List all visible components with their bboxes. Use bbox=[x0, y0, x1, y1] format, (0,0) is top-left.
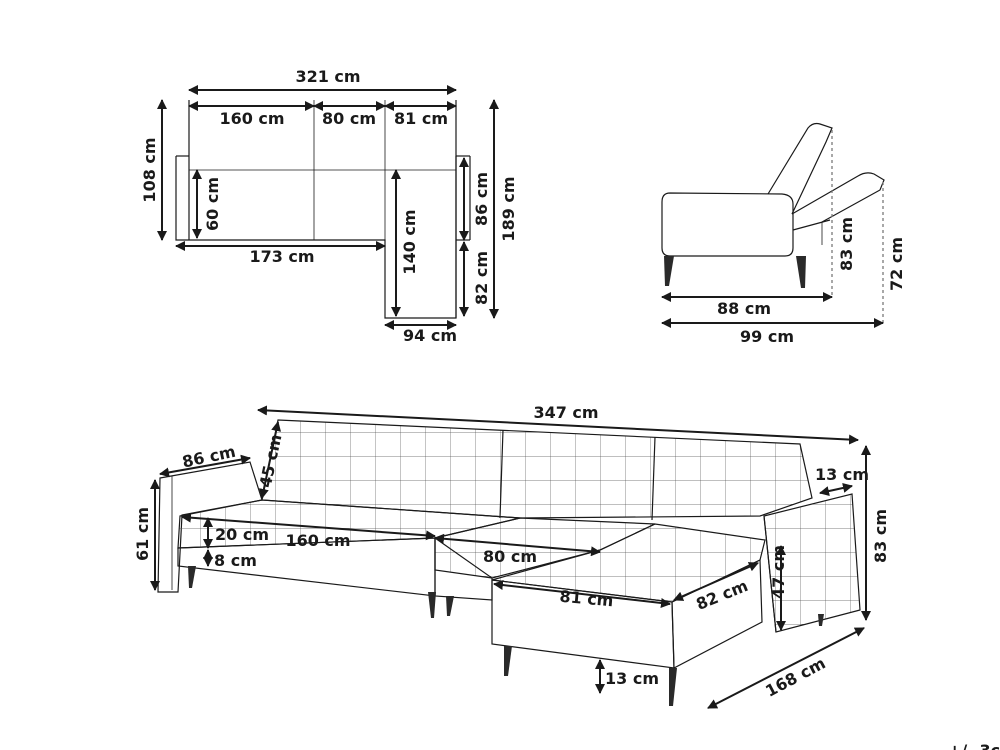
top-section-mid-label: 80 cm bbox=[322, 109, 376, 128]
top-view-outline bbox=[175, 100, 471, 319]
top-right-lower-label: 82 cm bbox=[472, 251, 491, 305]
top-view-dimensions bbox=[157, 85, 499, 330]
side-seat-depth-label: 88 cm bbox=[717, 299, 771, 318]
top-seat-depth-label: 60 cm bbox=[203, 177, 222, 231]
persp-seat-left-label: 160 cm bbox=[285, 531, 350, 550]
perspective-backrest bbox=[261, 419, 813, 519]
perspective-leg-1 bbox=[188, 566, 196, 588]
perspective-dimensions bbox=[150, 405, 871, 709]
persp-leg-height-left-label: 8 cm bbox=[214, 551, 257, 570]
top-base-length-label: 173 cm bbox=[249, 247, 314, 266]
top-right-upper-label: 86 cm bbox=[472, 172, 491, 226]
persp-cushion-height-label: 20 cm bbox=[215, 525, 269, 544]
persp-overall-width-label: 347 cm bbox=[533, 403, 598, 422]
persp-arm-height-label: 61 cm bbox=[133, 507, 152, 561]
top-view: 321 cm 160 cm 80 cm 81 cm 108 cm 60 cm 1… bbox=[140, 67, 518, 345]
perspective-leg-6 bbox=[818, 614, 824, 626]
side-leg-back bbox=[796, 256, 806, 288]
top-section-right-label: 81 cm bbox=[394, 109, 448, 128]
persp-chaise-depth-label: 168 cm bbox=[762, 653, 828, 700]
side-view: 88 cm 99 cm 83 cm 72 cm bbox=[661, 122, 906, 346]
perspective-leg-3 bbox=[446, 596, 454, 616]
persp-arm-depth-label: 86 cm bbox=[180, 442, 237, 472]
top-chaise-length-label: 140 cm bbox=[400, 209, 419, 274]
persp-total-height-label: 83 cm bbox=[871, 509, 890, 563]
top-chaise-width-label: 94 cm bbox=[403, 326, 457, 345]
top-section-left-label: 160 cm bbox=[219, 109, 284, 128]
side-recline-height-label: 72 cm bbox=[887, 237, 906, 291]
top-width-label: 321 cm bbox=[295, 67, 360, 86]
corner-fragment-text: +/- 3c bbox=[948, 741, 1000, 750]
persp-seat-mid-label: 80 cm bbox=[483, 547, 537, 566]
side-total-depth-label: 99 cm bbox=[740, 327, 794, 346]
side-view-sofa-profile bbox=[661, 122, 885, 288]
side-view-dimensions bbox=[661, 130, 884, 328]
perspective-view: 347 cm 86 cm 45 cm 61 cm 20 cm 8 cm 160 … bbox=[133, 403, 890, 709]
persp-leg-height-right-label: 13 cm bbox=[605, 669, 659, 688]
perspective-leg-2 bbox=[428, 592, 436, 618]
side-leg-front bbox=[664, 256, 674, 286]
persp-armrest-height-label: 47 cm bbox=[769, 545, 788, 599]
perspective-leg-5 bbox=[669, 668, 677, 706]
top-depth-left-label: 108 cm bbox=[140, 137, 159, 202]
persp-chaise-front-label: 81 cm bbox=[559, 587, 614, 611]
top-overall-depth-label: 189 cm bbox=[499, 176, 518, 241]
persp-armrest-width-label: 13 cm bbox=[815, 465, 869, 484]
side-back-height-label: 83 cm bbox=[837, 217, 856, 271]
perspective-leg-4 bbox=[504, 646, 512, 676]
